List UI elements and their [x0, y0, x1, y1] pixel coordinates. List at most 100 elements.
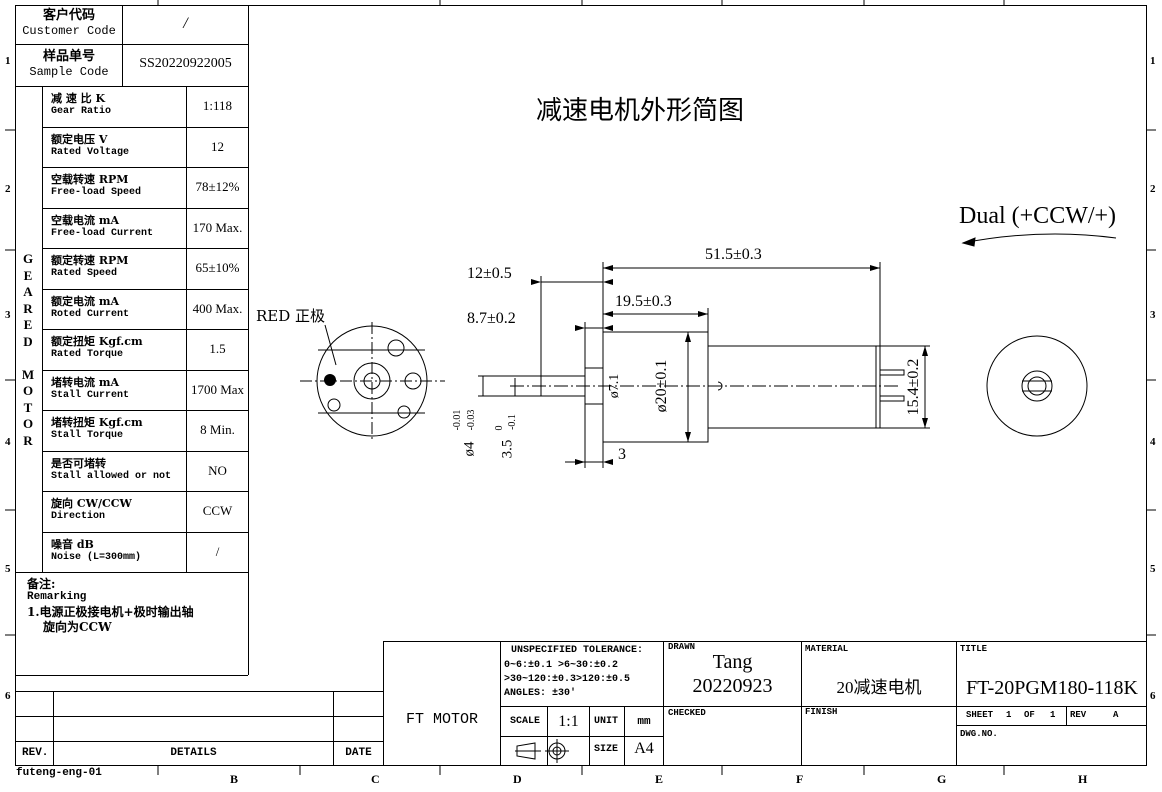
spec-label-en: Roted Current — [51, 309, 130, 320]
details-label: DETAILS — [170, 747, 217, 759]
spec-label-en: Rated Torque — [51, 349, 124, 360]
spec-value: 8 Min. — [200, 422, 235, 437]
size-value: A4 — [634, 740, 654, 757]
spec-label-en: Noise (L=300mm) — [51, 552, 142, 563]
date-label: DATE — [345, 747, 372, 759]
tb-scale-split — [500, 736, 663, 737]
tb-v-scale1 — [547, 706, 548, 765]
spec-row-divider — [42, 410, 248, 411]
zone-col-label: C — [371, 772, 380, 786]
rev-v2 — [333, 691, 334, 765]
customer-code-cn: 客户代码 — [42, 8, 95, 23]
spec-label-cn: 额定转速 RPM — [51, 254, 129, 267]
spec-label-cn: 是否可堵转 — [51, 457, 106, 470]
rev-label: REV. — [22, 747, 49, 759]
zone-row-label: 2 — [1150, 183, 1156, 195]
remarks-title-en: Remarking — [27, 591, 87, 603]
spec-label-en: Direction — [51, 511, 106, 522]
spec-label-cn: 额定电流 mA — [51, 295, 120, 308]
sample-code-cn: 样品单号 — [42, 49, 95, 64]
spec-row-divider — [42, 532, 248, 533]
spec-label-en: Stall Current — [51, 390, 130, 401]
spec-label-en: Free-load Speed — [51, 187, 142, 198]
side-label-letter: A — [23, 284, 33, 299]
customer-code-en: Customer Code — [22, 24, 116, 38]
spec-value: 65±10% — [195, 260, 240, 275]
title-label: TITLE — [960, 644, 988, 654]
unit-value: mm — [637, 716, 651, 728]
material-label: MATERIAL — [805, 644, 849, 654]
hdr-line2 — [15, 86, 248, 87]
spec-label-cn: 堵转扭矩 Kgf.cm — [51, 416, 143, 429]
spec-label-cn: 额定电压 V — [51, 133, 108, 146]
side-label-letter: D — [23, 333, 33, 349]
dim-15-4: 15.4±0.2 — [905, 358, 922, 416]
zone-row-label: 3 — [5, 309, 11, 321]
finish-label: FINISH — [805, 707, 838, 717]
tb-v-material — [801, 641, 802, 765]
spec-label-en: Rated Voltage — [51, 147, 130, 158]
template-id: futeng-eng-01 — [16, 767, 102, 779]
sheet-label: SHEET — [966, 710, 994, 720]
zone-row-label: 5 — [5, 563, 11, 575]
spec-row-divider — [42, 208, 248, 209]
spec-row-divider — [42, 370, 248, 371]
tolerance-line1: 0~6:±0.1 >6~30:±0.2 — [504, 660, 619, 671]
dim-phi20: ø20±0.1 — [653, 359, 670, 413]
dim-phi4: ø4 — [461, 441, 478, 457]
dim-3-5-tol-up: 0 — [494, 425, 505, 431]
spec-right-border — [248, 5, 249, 675]
dim-total-length: 51.5±0.3 — [705, 246, 762, 263]
checked-label: CHECKED — [668, 708, 706, 718]
dim-3-5: 3.5 — [499, 439, 516, 459]
frame-bottom — [15, 765, 1147, 766]
company-name: FT MOTOR — [405, 711, 478, 728]
zone-row-label: 5 — [1150, 563, 1156, 575]
projection-symbol-icon — [515, 739, 569, 763]
drawn-label: DRAWN — [668, 642, 696, 652]
unit-label: UNIT — [594, 716, 619, 727]
tolerance-line2: >30~120:±0.3>120:±0.5 — [504, 674, 631, 685]
spec-label-cn: 旋向 CW/CCW — [51, 497, 132, 510]
spec-label-cn: 减 速 比 K — [51, 92, 106, 105]
drawn-name: Tang — [712, 651, 753, 673]
frame-left — [15, 5, 16, 765]
spec-row-divider — [42, 491, 248, 492]
spec-label-cn: 空载转速 RPM — [51, 173, 129, 186]
material-value: 20减速电机 — [836, 678, 922, 697]
zone-row-label: 2 — [5, 183, 11, 195]
sample-code-en: Sample Code — [29, 65, 109, 79]
tb-top — [383, 641, 1147, 642]
title-value: FT-20PGM180-118K — [966, 677, 1138, 699]
spec-value: 1:118 — [202, 98, 233, 113]
zone-col-label: H — [1078, 772, 1088, 786]
spec-label-cn: 噪音 dB — [51, 538, 94, 551]
zone-col-label: G — [937, 772, 947, 786]
dwg-number-label: DWG.NO. — [960, 729, 998, 739]
dim-phi4-tol-up: -0.01 — [452, 409, 463, 431]
zone-row-label: 6 — [1150, 690, 1156, 702]
sheet-number: 1 — [1006, 710, 1012, 720]
side-label-letter: E — [23, 317, 33, 332]
spec-label-cn: 空载电流 mA — [51, 214, 120, 227]
tb-v-title — [956, 641, 957, 765]
dim-8-7: 8.7±0.2 — [467, 310, 516, 327]
rev-v1 — [53, 691, 54, 765]
spec-value: 78±12% — [195, 179, 240, 194]
spec-value: 1.5 — [209, 341, 226, 356]
side-label-letter: R — [23, 300, 33, 316]
rev-value: A — [1113, 710, 1119, 720]
direction-note: Dual (+CCW/+) — [959, 203, 1117, 229]
tb-mid — [500, 706, 1147, 707]
tb-v-company — [383, 641, 384, 765]
sample-code-value: SS20220922005 — [139, 56, 232, 71]
dim-phi7: ø7.1 — [607, 373, 622, 399]
drawing-title: 减速电机外形简图 — [536, 96, 745, 126]
tb-v-drawn — [663, 641, 664, 765]
hdr-vline — [122, 5, 123, 86]
dim-3: 3 — [618, 446, 626, 463]
side-label-letter: T — [23, 399, 33, 415]
spec-value: 1700 Max — [190, 382, 245, 397]
